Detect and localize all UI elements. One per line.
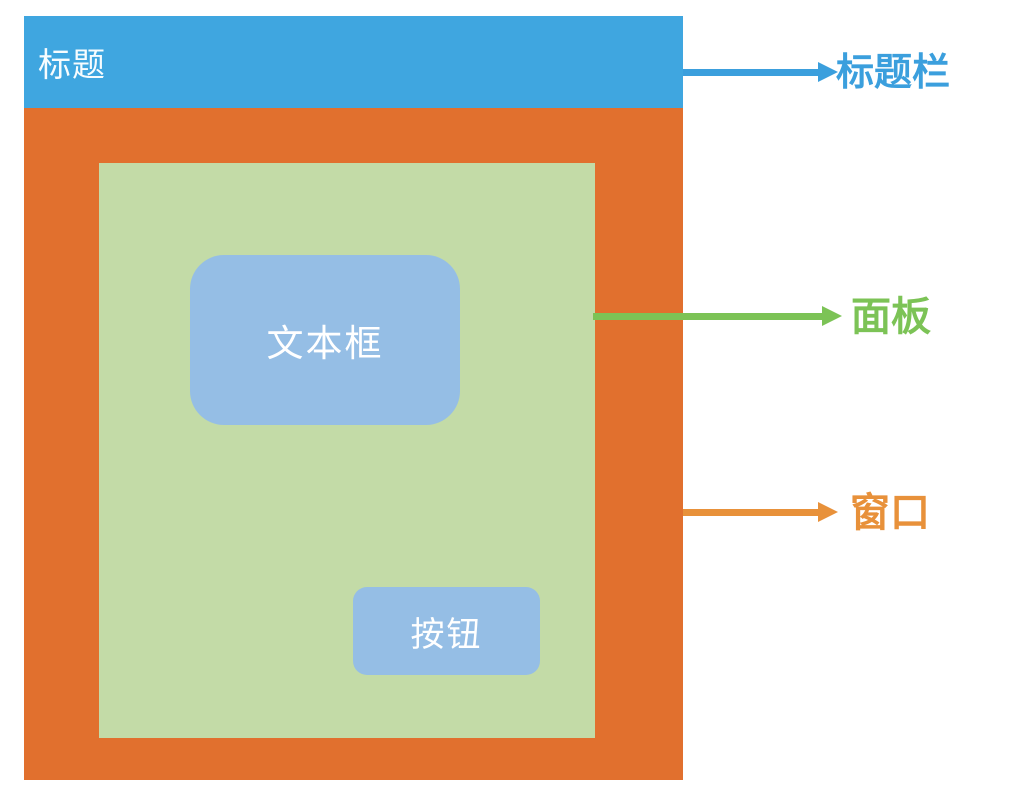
panel-annotation-label: 面板 [851, 295, 931, 339]
window-arrowhead-icon [818, 502, 838, 522]
titlebar-annotation-label: 标题栏 [836, 52, 951, 94]
textbox-widget: 文本框 [190, 255, 460, 425]
titlebar-arrow-shaft [683, 69, 818, 76]
button-widget: 按钮 [353, 587, 540, 675]
titlebar-arrowhead-icon [818, 62, 838, 82]
window-annotation-label: 窗口 [850, 491, 930, 535]
window-arrow-shaft [683, 509, 818, 516]
panel-arrow-shaft [593, 313, 822, 320]
title-bar-text: 标题 [38, 46, 106, 83]
panel-arrowhead-icon [822, 306, 842, 326]
title-bar: 标题 [24, 16, 683, 108]
